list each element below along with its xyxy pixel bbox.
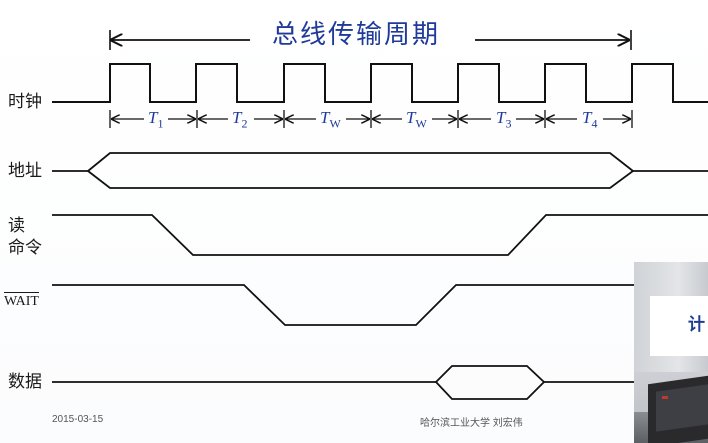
- read-label-line2: 命令: [8, 238, 42, 258]
- address-waveform: [52, 152, 708, 189]
- period-label-t4: T4: [582, 108, 598, 131]
- wait-label: WAIT: [4, 292, 39, 309]
- whiteboard-text: 计: [688, 315, 705, 335]
- address-label: 地址: [8, 161, 42, 181]
- data-label: 数据: [8, 372, 42, 392]
- whiteboard: [650, 296, 708, 356]
- lecturer-video-overlay: 计: [634, 262, 708, 443]
- read-label-line1: 读: [8, 216, 25, 236]
- period-label-t1: T1: [148, 108, 164, 131]
- read-command-waveform: [52, 214, 708, 256]
- clock-waveform: [52, 63, 708, 103]
- wait-waveform: [52, 284, 708, 326]
- period-label-t3: T3: [496, 108, 512, 131]
- period-arrows: [109, 110, 633, 128]
- diagram-title: 总线传输周期: [272, 20, 441, 50]
- footer-date: 2015-03-15: [52, 414, 104, 425]
- period-label-tw1: TW: [320, 108, 341, 131]
- data-waveform: [52, 365, 708, 400]
- period-label-t2: T2: [232, 108, 248, 131]
- clock-label: 时钟: [8, 92, 42, 112]
- period-label-tw2: TW: [406, 108, 427, 131]
- footer-institution: 哈尔滨工业大学 刘宏伟: [420, 418, 523, 429]
